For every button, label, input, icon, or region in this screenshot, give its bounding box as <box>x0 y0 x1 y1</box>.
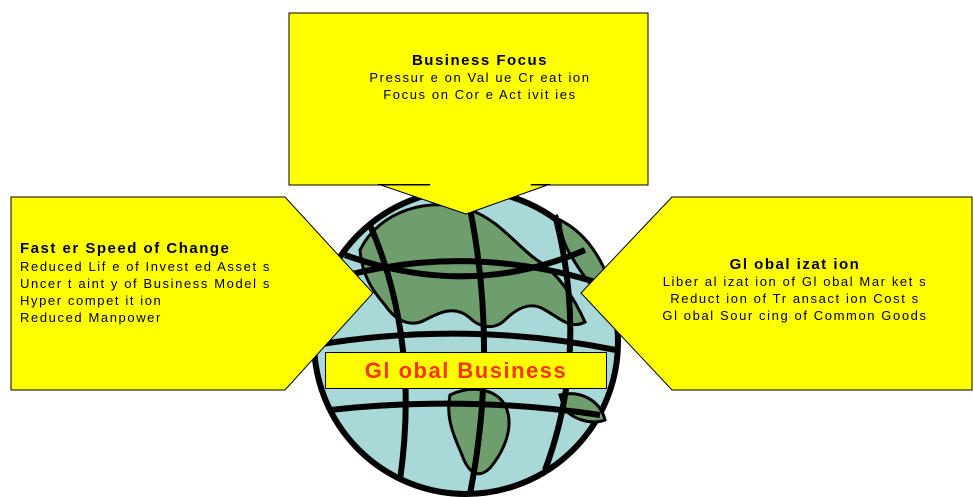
top-box-border <box>288 12 649 185</box>
speed-of-change-line-3: Hyper compet it ion <box>20 293 163 308</box>
top-box-fill <box>290 14 647 184</box>
speed-of-change-line-4: Reduced Manpower <box>20 310 162 325</box>
business-focus-line-2: Focus on Cor e Act ivit ies <box>383 87 577 102</box>
globalization-title: Gl obal izat ion <box>729 256 861 273</box>
speed-of-change-title: Fast er Speed of Change <box>20 240 231 257</box>
speed-of-change-text: Fast er Speed of Change Reduced Lif e of… <box>20 240 271 326</box>
speed-of-change-line-1: Reduced Lif e of Invest ed Asset s <box>20 259 271 274</box>
globalization-line-2: Reduct ion of Tr ansact ion Cost s <box>670 291 920 306</box>
globalization-line-3: Gl obal Sour cing of Common Goods <box>662 308 928 323</box>
left-arrow-box <box>10 196 374 391</box>
right-arrow-box <box>580 196 973 391</box>
business-focus-text: Business Focus Pressur e on Val ue Cr ea… <box>312 52 648 103</box>
global-business-label: Gl obal Business <box>325 352 607 389</box>
globalization-text: Gl obal izat ion Liber al izat ion of Gl… <box>618 256 972 324</box>
globe-landmass-north <box>358 203 587 328</box>
globe <box>311 187 621 497</box>
globalization-line-1: Liber al izat ion of Gl obal Mar ket s <box>662 274 928 289</box>
business-focus-line-1: Pressur e on Val ue Cr eat ion <box>369 70 591 85</box>
globe-gridlines <box>315 189 617 495</box>
business-focus-title: Business Focus <box>411 52 549 69</box>
speed-of-change-line-2: Uncer t aint y of Business Model s <box>20 276 271 291</box>
